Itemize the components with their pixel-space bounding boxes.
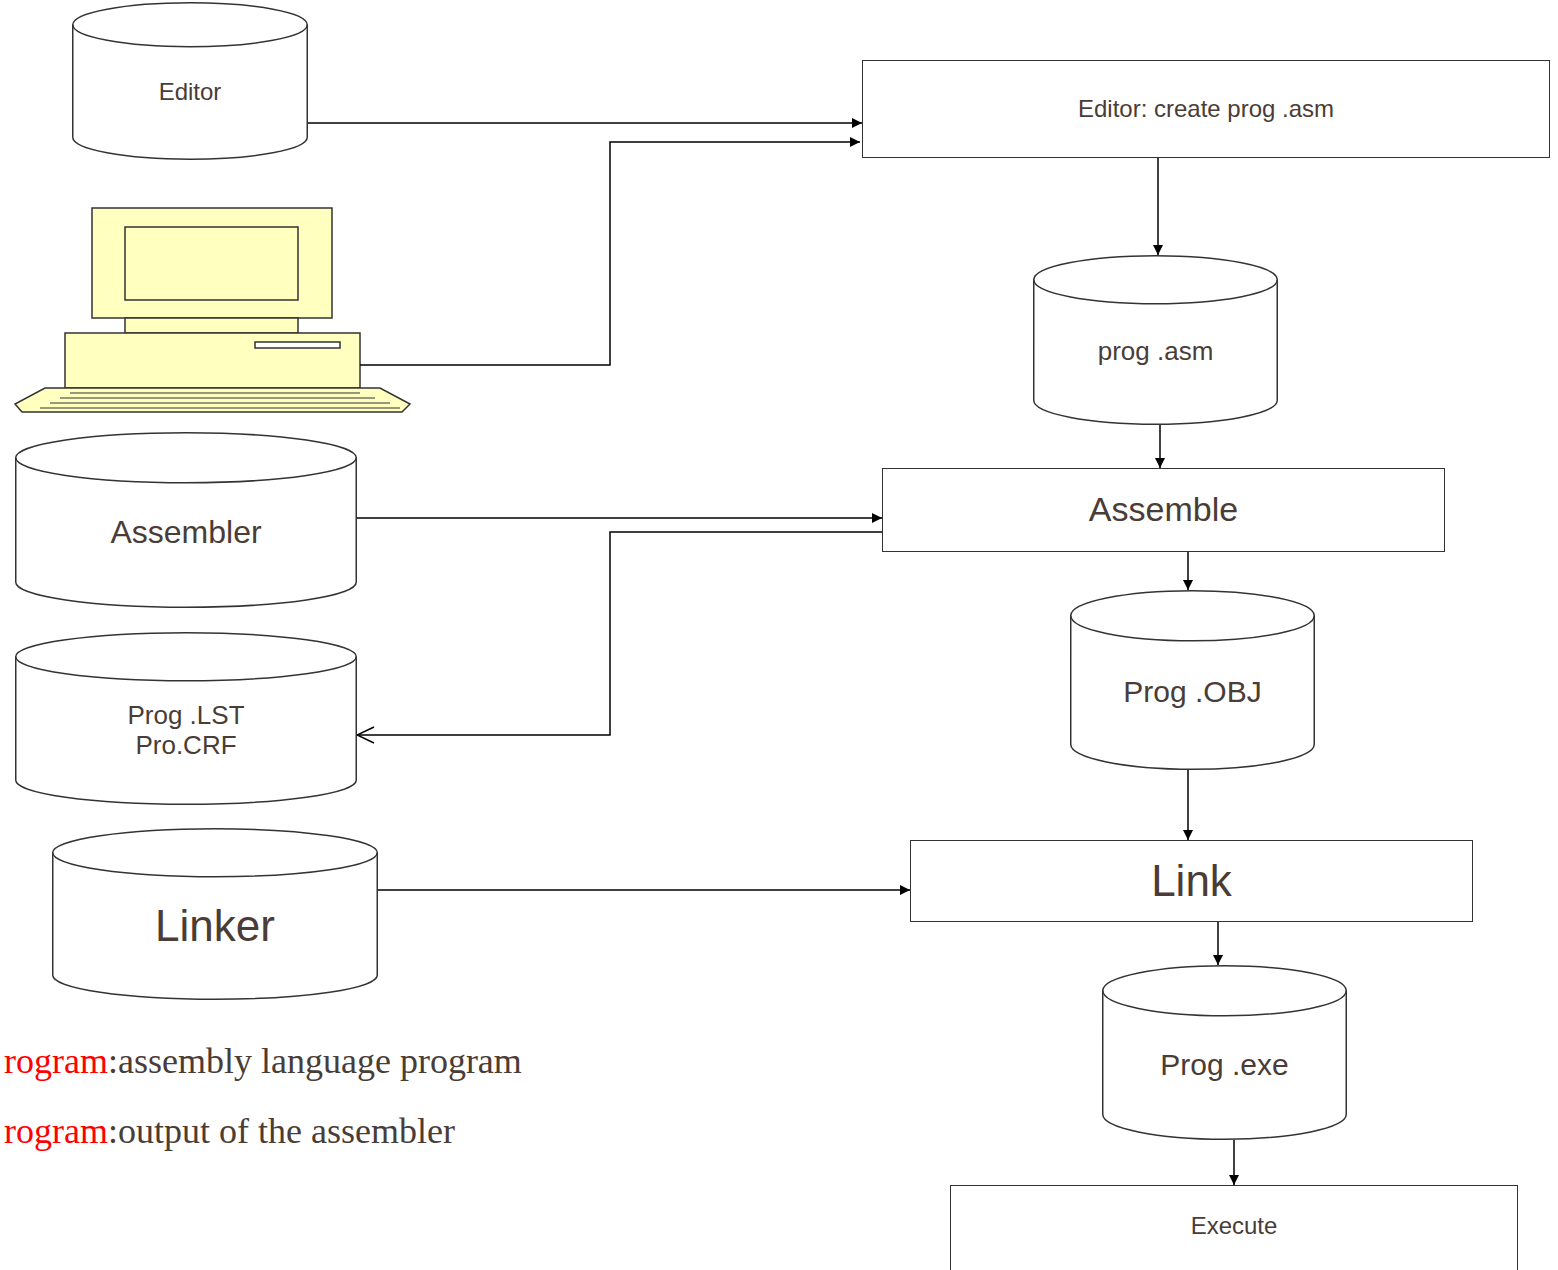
program-cylinder: Assembler — [15, 432, 357, 608]
cylinder-rim — [1103, 991, 1347, 1016]
flow-arrow — [1187, 770, 1189, 840]
legend-note-row: rogram:assembly language program — [4, 1040, 522, 1082]
cylinder-body — [73, 3, 308, 160]
node-text: prog .asm — [1098, 337, 1214, 367]
cylinder-body — [16, 433, 357, 608]
cylinder-body — [53, 829, 378, 1000]
cylinder-body — [1071, 591, 1315, 770]
cylinder-body — [1103, 966, 1347, 1140]
node-text: Execute — [1191, 1212, 1278, 1240]
cylinder-rim — [1071, 616, 1315, 641]
cylinder-rim — [73, 25, 308, 47]
flow-arrow — [357, 517, 882, 519]
cylinder-body — [16, 633, 357, 805]
file-cylinder: Prog .LSTPro.CRF — [15, 632, 357, 805]
node-text: Link — [1151, 856, 1232, 907]
node-text: Assemble — [1089, 490, 1238, 529]
node-text: Linker — [155, 901, 275, 952]
cylinder-rim — [16, 458, 357, 483]
flow-arrow — [357, 532, 882, 735]
flow-arrow — [1233, 1140, 1235, 1185]
flow-arrow — [1159, 425, 1161, 468]
node-text: Pro.CRF — [135, 731, 236, 761]
note-text: :assembly language program — [108, 1041, 522, 1081]
computer-icon — [15, 208, 410, 412]
flow-arrow — [1187, 552, 1189, 590]
file-cylinder: Prog .OBJ — [1070, 590, 1315, 770]
highlight-word: rogram — [4, 1111, 108, 1151]
node-text: Editor — [159, 78, 222, 106]
file-cylinder: Prog .exe — [1102, 965, 1347, 1140]
process-box: Assemble — [882, 468, 1445, 552]
highlight-word: rogram — [4, 1041, 108, 1081]
program-cylinder: Linker — [52, 828, 378, 1000]
flow-arrow — [308, 122, 862, 124]
cylinder-body — [1034, 256, 1278, 425]
node-text: Editor: create prog .asm — [1078, 95, 1334, 123]
node-text: Prog .OBJ — [1123, 675, 1261, 710]
process-box: Link — [910, 840, 1473, 922]
process-box: Editor: create prog .asm — [862, 60, 1550, 158]
node-text: Prog .LST — [127, 701, 244, 731]
flow-arrow — [1217, 922, 1219, 965]
legend-note-row: rogram:output of the assembler — [4, 1110, 455, 1152]
cylinder-rim — [53, 853, 378, 877]
note-text: :output of the assembler — [108, 1111, 455, 1151]
file-cylinder: prog .asm — [1033, 255, 1278, 425]
node-text: Prog .exe — [1160, 1048, 1288, 1083]
process-box: Execute — [950, 1185, 1518, 1270]
flow-arrow — [378, 889, 910, 891]
keyboard-input-line — [360, 142, 860, 365]
program-cylinder: Editor — [72, 2, 308, 160]
cylinder-rim — [16, 657, 357, 681]
cylinder-rim — [1034, 280, 1278, 304]
node-text: Assembler — [110, 514, 261, 551]
flow-arrow — [1157, 158, 1159, 255]
